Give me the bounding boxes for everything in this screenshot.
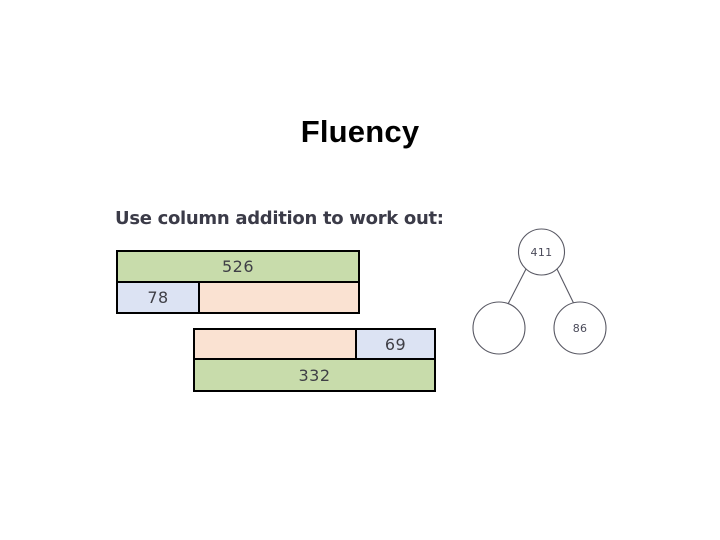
part-whole-model: 411 86 [462,222,622,362]
part-whole-whole-circle [517,228,566,276]
bar-model-1-part-unknown [198,283,358,312]
part-whole-part-right-label: 86 [573,322,588,335]
bar-model-2: 69 332 [193,328,436,392]
bar-model-2-whole-cell: 332 [195,360,434,390]
part-whole-link-left [506,268,527,307]
bar-model-1-whole-row: 526 [116,250,360,283]
page-title: Fluency [300,114,420,149]
bar-model-1-parts-row: 78 [116,283,360,314]
part-whole-whole-label: 411 [531,246,553,259]
bar-model-2-part-unknown [195,330,355,358]
bar-model-2-parts-row: 69 [193,328,436,360]
part-whole-part-left-circle [472,301,526,355]
bar-model-2-whole-row: 332 [193,360,436,392]
bar-model-1-whole-cell: 526 [118,252,358,281]
bar-model-2-part-known: 69 [355,330,434,358]
instruction-text: Use column addition to work out: [115,208,444,229]
bar-model-1-part-known: 78 [118,283,198,312]
part-whole-link-right [556,268,576,307]
bar-model-1: 526 78 [116,250,360,314]
part-whole-part-right-circle [553,301,607,355]
